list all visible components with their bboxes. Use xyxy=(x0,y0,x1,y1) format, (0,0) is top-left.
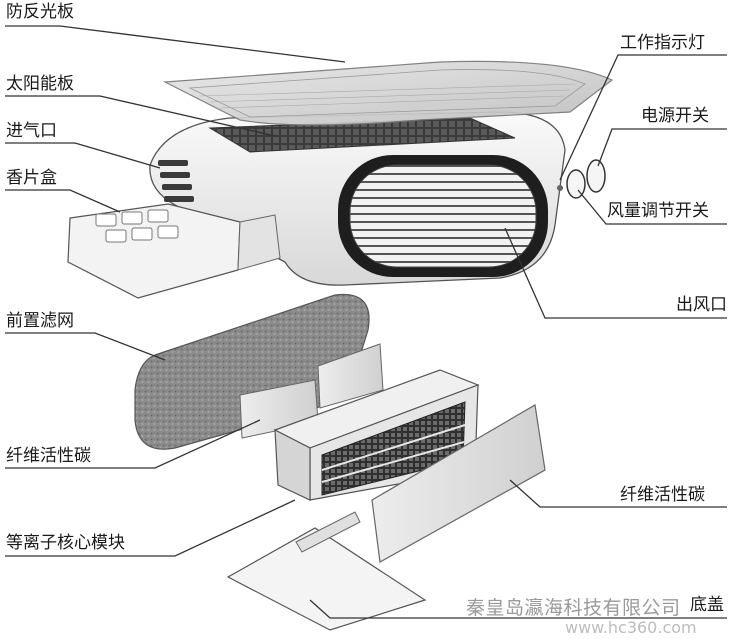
label-bottom-cover: 底盖 xyxy=(690,595,724,615)
watermark-company: 秦皇岛瀛海科技有限公司 xyxy=(466,597,681,619)
bottom-cover xyxy=(226,511,427,631)
label-solar-panel: 太阳能板 xyxy=(6,74,74,94)
label-air-outlet: 出风口 xyxy=(676,295,727,315)
label-carbon-fiber-right: 纤维活性碳 xyxy=(620,485,705,505)
label-front-filter: 前置滤网 xyxy=(6,311,74,331)
label-fragrance-box: 香片盒 xyxy=(6,168,57,188)
label-anti-glare-panel: 防反光板 xyxy=(6,2,74,22)
indicator-light xyxy=(557,185,563,191)
fan-speed-knob xyxy=(566,169,586,199)
label-power-switch: 电源开关 xyxy=(641,106,709,126)
label-air-inlet: 进气口 xyxy=(6,121,57,141)
anti-glare-panel xyxy=(162,60,614,126)
watermark-url: www.hc360.com xyxy=(565,618,697,637)
leader-lines xyxy=(5,25,727,619)
air-inlet-vents xyxy=(158,160,194,202)
label-indicator-light: 工作指示灯 xyxy=(620,33,705,53)
fragrance-box xyxy=(67,203,281,299)
power-knob xyxy=(586,159,606,193)
carbon-fiber-right xyxy=(371,404,546,563)
label-plasma-module: 等离子核心模块 xyxy=(6,533,125,553)
label-fan-speed-switch: 风量调节开关 xyxy=(607,201,709,221)
label-carbon-fiber-left: 纤维活性碳 xyxy=(6,446,91,466)
